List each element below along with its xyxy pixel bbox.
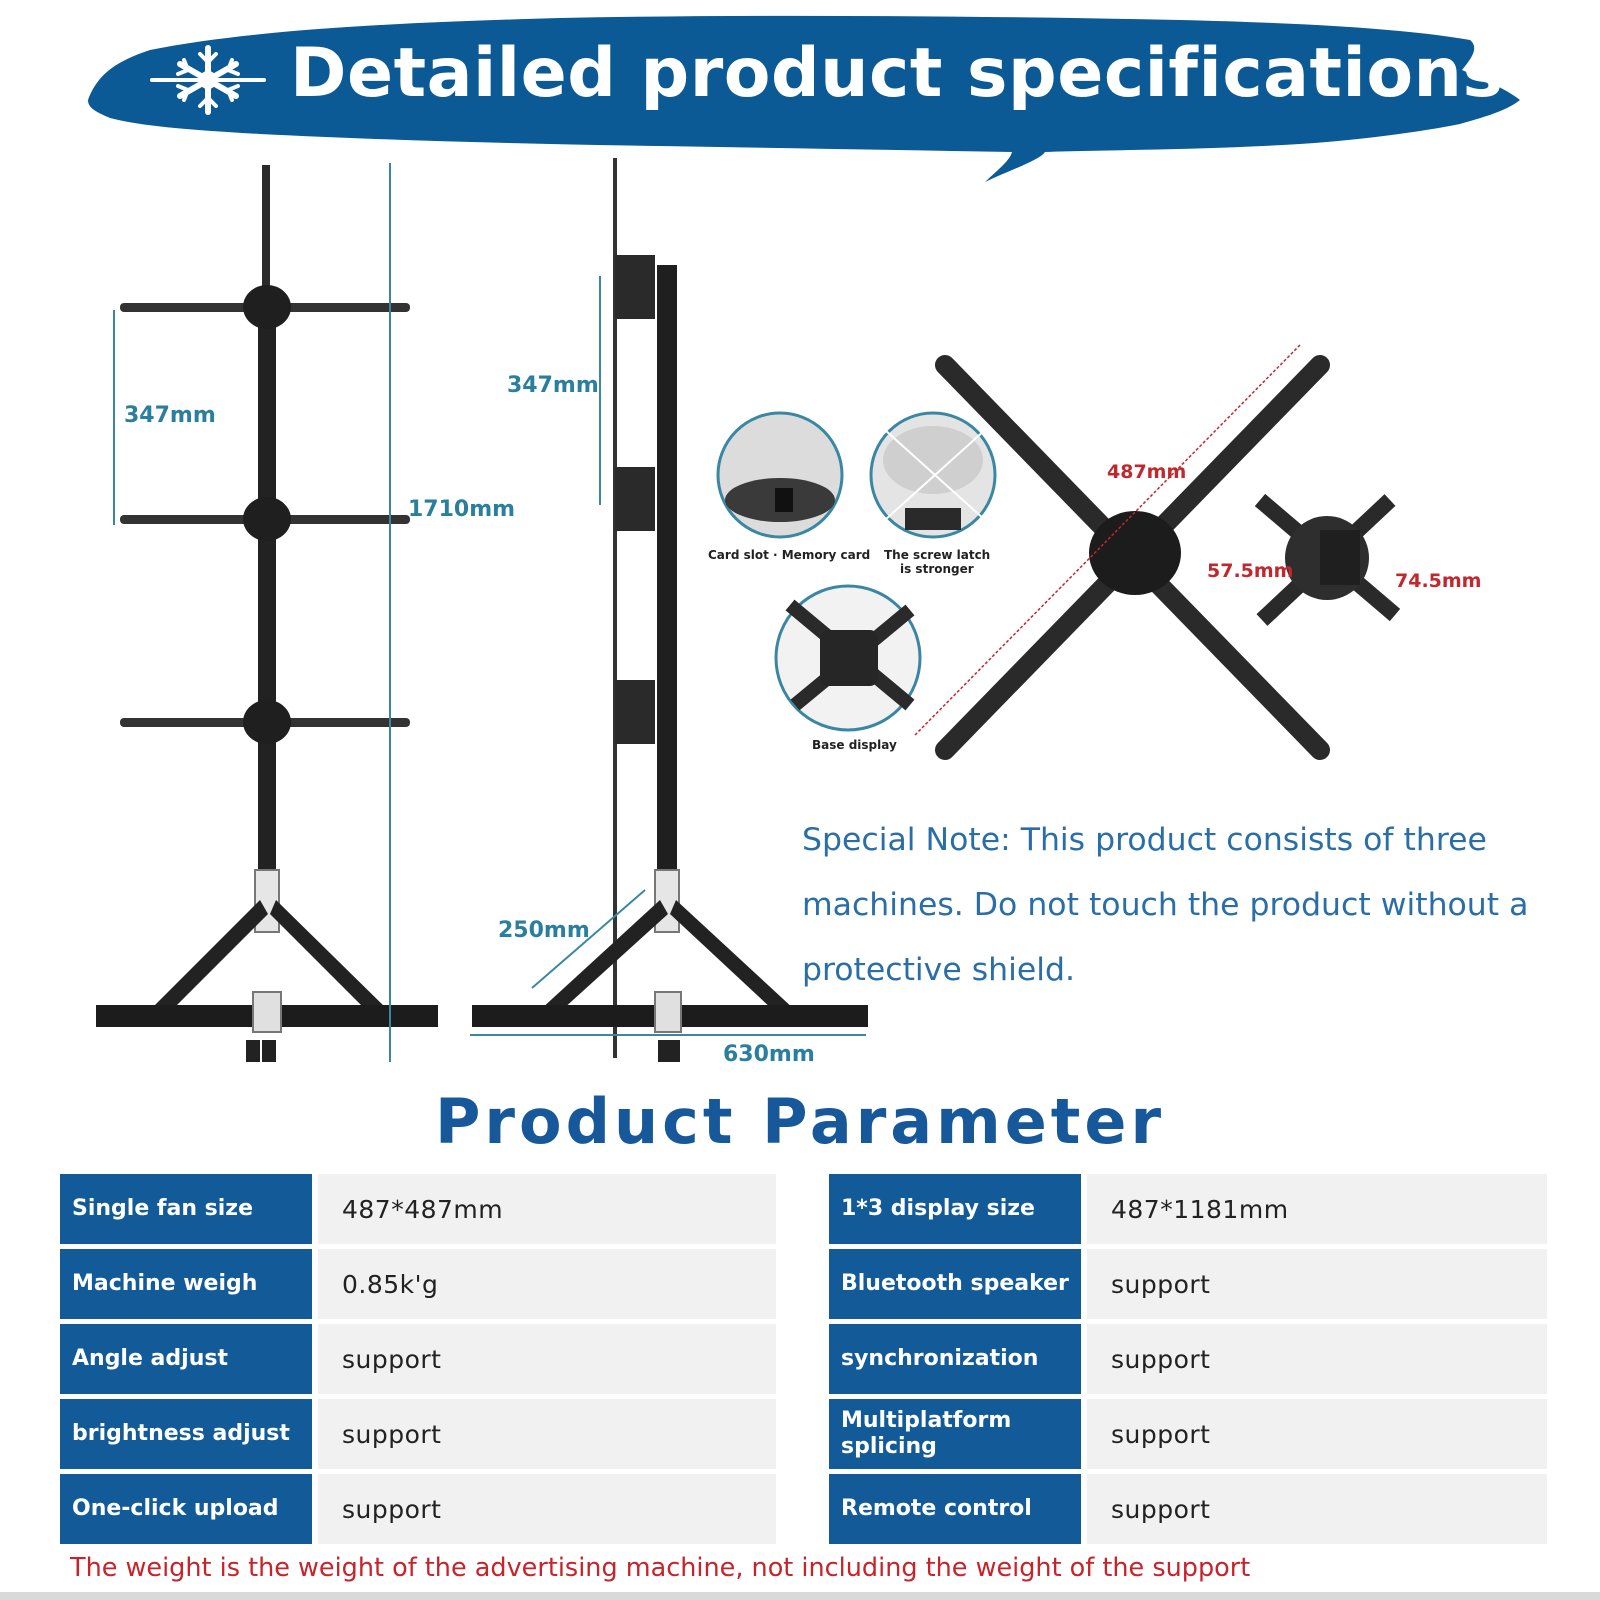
product-diagram bbox=[96, 158, 1401, 1062]
param-label: Bluetooth speaker bbox=[829, 1249, 1081, 1319]
parameters-title: Product Parameter bbox=[434, 1085, 1166, 1158]
detail-base-display bbox=[774, 584, 922, 732]
side-leg-label: 250mm bbox=[498, 918, 590, 943]
param-label: One-click upload bbox=[60, 1474, 312, 1544]
front-fan-spacing-label: 347mm bbox=[124, 403, 216, 428]
side-view-stand bbox=[470, 158, 868, 1062]
bottom-divider bbox=[0, 1592, 1600, 1600]
side-base-width-label: 630mm bbox=[723, 1042, 815, 1067]
param-value: 487*487mm bbox=[318, 1174, 776, 1244]
table-row: brightness adjust support bbox=[60, 1399, 776, 1469]
screw-latch-caption-line1: The screw latch bbox=[884, 548, 991, 562]
detail-card-slot bbox=[716, 411, 844, 539]
header-banner bbox=[88, 15, 1520, 183]
param-value: support bbox=[1087, 1474, 1547, 1544]
fan-diameter-label: 487mm bbox=[1107, 461, 1187, 483]
fan-hub-detail bbox=[1254, 493, 1401, 626]
screw-latch-caption-line2: is stronger bbox=[900, 562, 974, 576]
param-value: 487*1181mm bbox=[1087, 1174, 1547, 1244]
parameters-table-left: Single fan size 487*487mm Machine weigh … bbox=[60, 1174, 776, 1549]
table-row: Single fan size 487*487mm bbox=[60, 1174, 776, 1244]
parameters-table-right: 1*3 display size 487*1181mm Bluetooth sp… bbox=[829, 1174, 1547, 1549]
fan-blade-diagram bbox=[914, 344, 1330, 760]
param-label: Multiplatform splicing bbox=[829, 1399, 1081, 1469]
card-slot-caption: Card slot · Memory card bbox=[708, 548, 871, 562]
table-row: Machine weigh 0.85k'g bbox=[60, 1249, 776, 1319]
param-label: brightness adjust bbox=[60, 1399, 312, 1469]
param-value: 0.85k'g bbox=[318, 1249, 776, 1319]
param-label: synchronization bbox=[829, 1324, 1081, 1394]
table-row: Multiplatform splicing support bbox=[829, 1399, 1547, 1469]
front-view-stand bbox=[96, 163, 438, 1062]
page-title: Detailed product specifications bbox=[290, 34, 1504, 113]
weight-footnote: The weight is the weight of the advertis… bbox=[70, 1553, 1251, 1583]
param-label: 1*3 display size bbox=[829, 1174, 1081, 1244]
table-row: Bluetooth speaker support bbox=[829, 1249, 1547, 1319]
hub-width-label: 57.5mm bbox=[1207, 560, 1294, 582]
table-row: 1*3 display size 487*1181mm bbox=[829, 1174, 1547, 1244]
param-value: support bbox=[318, 1474, 776, 1544]
hub-depth-label: 74.5mm bbox=[1395, 570, 1482, 592]
table-row: One-click upload support bbox=[60, 1474, 776, 1544]
param-label: Angle adjust bbox=[60, 1324, 312, 1394]
side-fan-spacing-label: 347mm bbox=[507, 373, 599, 398]
front-height-label: 1710mm bbox=[408, 497, 516, 522]
param-value: support bbox=[318, 1324, 776, 1394]
base-display-caption: Base display bbox=[812, 738, 897, 752]
param-value: support bbox=[318, 1399, 776, 1469]
param-label: Machine weigh bbox=[60, 1249, 312, 1319]
special-note: Special Note: This product consists of t… bbox=[802, 822, 1529, 988]
param-value: support bbox=[1087, 1249, 1547, 1319]
param-label: Remote control bbox=[829, 1474, 1081, 1544]
table-row: synchronization support bbox=[829, 1324, 1547, 1394]
detail-screw-latch bbox=[869, 411, 997, 539]
param-label: Single fan size bbox=[60, 1174, 312, 1244]
param-value: support bbox=[1087, 1324, 1547, 1394]
table-row: Angle adjust support bbox=[60, 1324, 776, 1394]
table-row: Remote control support bbox=[829, 1474, 1547, 1544]
snowflake-icon bbox=[150, 45, 266, 115]
param-value: support bbox=[1087, 1399, 1547, 1469]
